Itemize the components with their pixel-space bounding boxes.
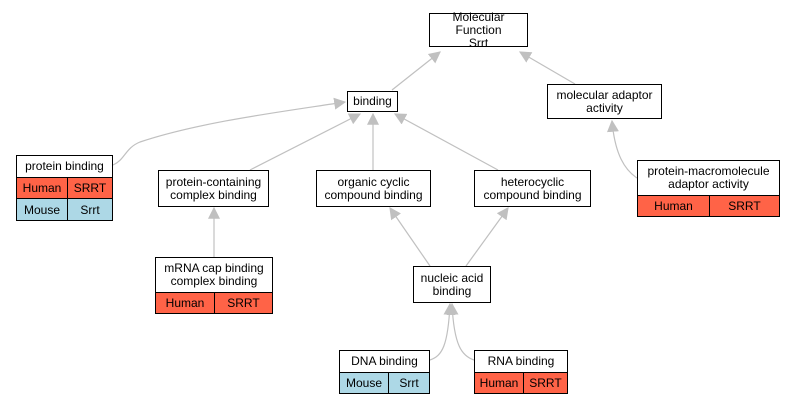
edge-heterocyclic-to-binding: [393, 113, 499, 171]
node-rna-binding[interactable]: RNA binding: [474, 350, 568, 373]
node-nucleic-acid-binding[interactable]: nucleic acid binding: [413, 266, 491, 303]
edge-binding-to-root: [391, 51, 441, 91]
protein-binding-species-human: Human: [16, 177, 68, 199]
node-organic-cyclic-compound-binding[interactable]: organic cyclic compound binding: [316, 170, 431, 207]
protein-binding-gene-srrt-mouse: Srrt: [67, 198, 113, 221]
node-molecular-adaptor-activity[interactable]: molecular adaptor activity: [547, 84, 662, 119]
edge-protein-containing-to-binding: [249, 113, 362, 171]
rna-binding-species-human: Human: [474, 372, 524, 394]
edge-nucleic-acid-to-heterocyclic: [465, 207, 509, 267]
node-protein-macromolecule-adaptor-activity[interactable]: protein-macromolecule adaptor activity: [637, 160, 780, 196]
edge-nucleic-acid-to-organic-cyclic: [389, 207, 431, 267]
protein-binding-species-mouse: Mouse: [16, 198, 68, 221]
node-dna-binding[interactable]: DNA binding: [339, 350, 430, 373]
node-molecular-function-root[interactable]: Molecular Function Srrt: [429, 10, 528, 49]
protein-macromolecule-gene-srrt: SRRT: [709, 195, 780, 217]
dna-binding-gene-srrt: Srrt: [388, 372, 430, 394]
mrna-cap-species-human: Human: [155, 292, 215, 314]
protein-binding-gene-srrt-human: SRRT: [67, 177, 113, 199]
edge-molecular-adaptor-to-root: [518, 51, 576, 85]
node-mrna-cap-binding-complex-binding[interactable]: mRNA cap binding complex binding: [155, 257, 273, 293]
edge-protein-macromolecule-to-molecular-adaptor: [606, 119, 638, 179]
protein-macromolecule-species-human: Human: [637, 195, 710, 217]
edge-protein-binding-to-binding: [112, 97, 347, 166]
node-protein-containing-complex-binding[interactable]: protein-containing complex binding: [158, 170, 269, 207]
rna-binding-gene-srrt: SRRT: [523, 372, 568, 394]
edge-dna-binding-to-nucleic-acid: [429, 302, 456, 361]
node-binding[interactable]: binding: [347, 91, 398, 112]
node-heterocyclic-compound-binding[interactable]: heterocyclic compound binding: [474, 170, 591, 207]
mrna-cap-gene-srrt: SRRT: [214, 292, 273, 314]
dna-binding-species-mouse: Mouse: [339, 372, 389, 394]
edge-rna-binding-to-nucleic-acid: [446, 302, 475, 361]
node-protein-binding[interactable]: protein binding: [16, 155, 113, 178]
